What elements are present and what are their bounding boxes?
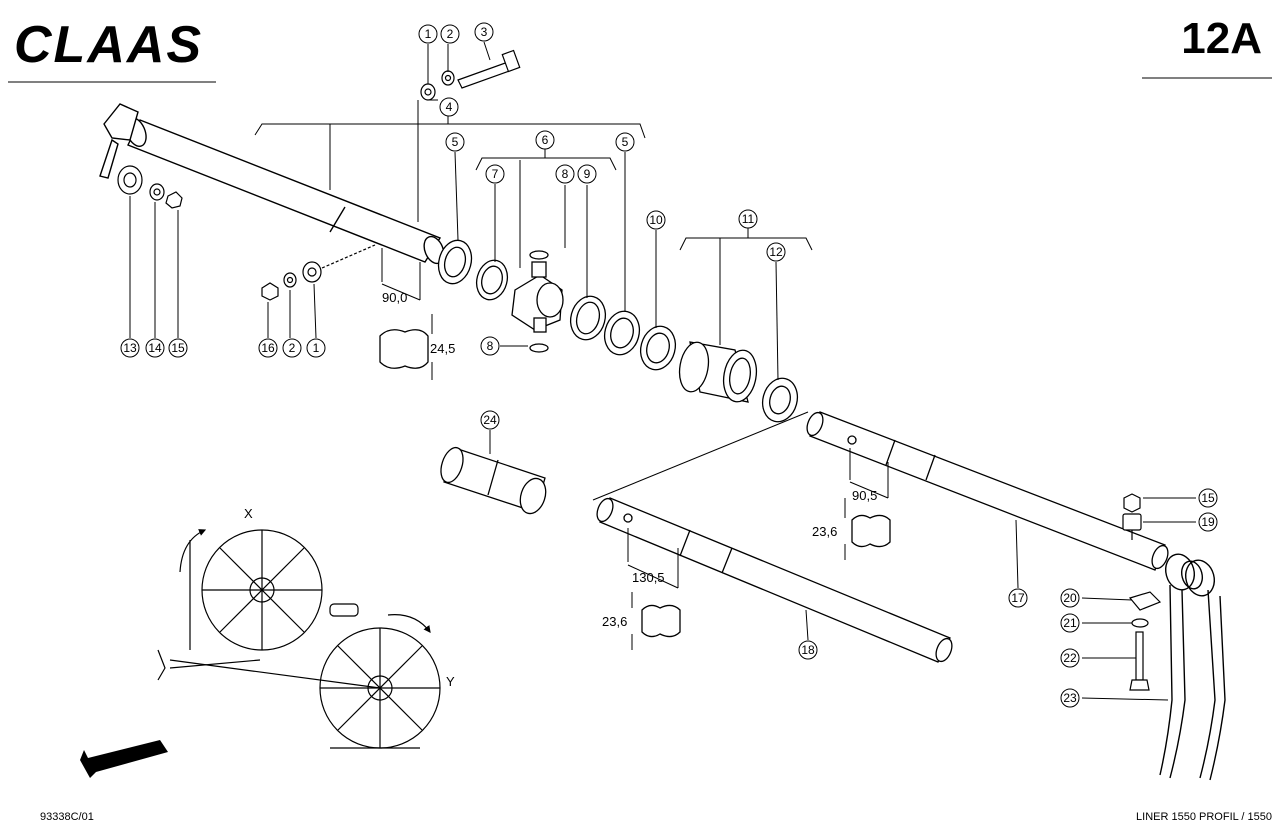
group-bracket-top [254, 100, 813, 345]
rake-overview-sketch [157, 529, 441, 749]
callout-2b: 2 [289, 341, 296, 355]
dim-130-5: 130,5 [632, 570, 665, 585]
callout-8: 8 [562, 167, 569, 181]
callout-12: 12 [769, 245, 783, 259]
callout-16: 16 [261, 341, 275, 355]
dimension-lines [381, 248, 889, 650]
view-labels: X Y [244, 506, 455, 689]
page-number: 12A [1181, 14, 1262, 63]
machine-model: LINER 1550 PROFIL / 1550 [1136, 811, 1272, 823]
dim-90-0: 90,0 [382, 290, 407, 305]
callout-7: 7 [492, 167, 499, 181]
callout-9: 9 [584, 167, 591, 181]
tine-fixings-20-21-22 [1128, 591, 1162, 691]
callout-4: 4 [446, 100, 453, 114]
callout-numbers: 1 2 3 4 5 6 5 7 8 9 8 10 11 12 13 14 15 … [123, 25, 1215, 705]
travel-direction-arrow [80, 740, 168, 778]
nut-washers-16-2-1 [261, 244, 376, 301]
callout-22: 22 [1063, 651, 1077, 665]
sleeve-11-bearing-12 [678, 341, 799, 423]
bearing-13-14-15 [117, 165, 183, 209]
view-label-y: Y [446, 674, 455, 689]
callout-5: 5 [452, 135, 459, 149]
bushing-24 [440, 446, 547, 515]
bolt-and-washers [420, 49, 521, 101]
callout-19: 19 [1201, 515, 1215, 529]
arm-tube [99, 103, 445, 265]
view-label-x: X [244, 506, 253, 521]
callout-10: 10 [649, 213, 663, 227]
callout-17: 17 [1011, 591, 1025, 605]
callout-13: 13 [123, 341, 137, 355]
dim-23-6-a: 23,6 [812, 524, 837, 539]
nut-15-spacer-19 [1122, 493, 1142, 540]
callout-20: 20 [1063, 591, 1077, 605]
tine-23 [1159, 553, 1226, 781]
callout-15: 15 [171, 341, 185, 355]
dimension-texts: 90,0 24,5 90,5 23,6 130,5 23,6 [382, 290, 877, 629]
callout-1b: 1 [313, 341, 320, 355]
callout-15b: 15 [1201, 491, 1215, 505]
rings-and-coupling [437, 239, 677, 371]
shaft-link-line [592, 411, 809, 501]
callout-1: 1 [425, 27, 432, 41]
brand-logo-text: CLAAS [14, 16, 204, 74]
profile-sections [379, 329, 891, 638]
shaft-18 [596, 497, 953, 663]
leader-lines [129, 41, 1196, 701]
claas-logo: CLAAS [14, 14, 224, 84]
callout-balloons [120, 22, 1218, 708]
callout-14: 14 [148, 341, 162, 355]
dim-24-5: 24,5 [430, 341, 455, 356]
callout-2: 2 [447, 27, 454, 41]
callout-3: 3 [481, 25, 488, 39]
dim-23-6-b: 23,6 [602, 614, 627, 629]
callout-5b: 5 [622, 135, 629, 149]
dim-90-5: 90,5 [852, 488, 877, 503]
document-code: 93338C/01 [40, 811, 94, 823]
callout-6: 6 [542, 133, 549, 147]
callout-24: 24 [483, 413, 497, 427]
shaft-17 [806, 411, 1169, 571]
callout-21: 21 [1063, 616, 1077, 630]
callout-23: 23 [1063, 691, 1077, 705]
callout-18: 18 [801, 643, 815, 657]
callout-8b: 8 [487, 339, 494, 353]
callout-11: 11 [742, 212, 755, 226]
